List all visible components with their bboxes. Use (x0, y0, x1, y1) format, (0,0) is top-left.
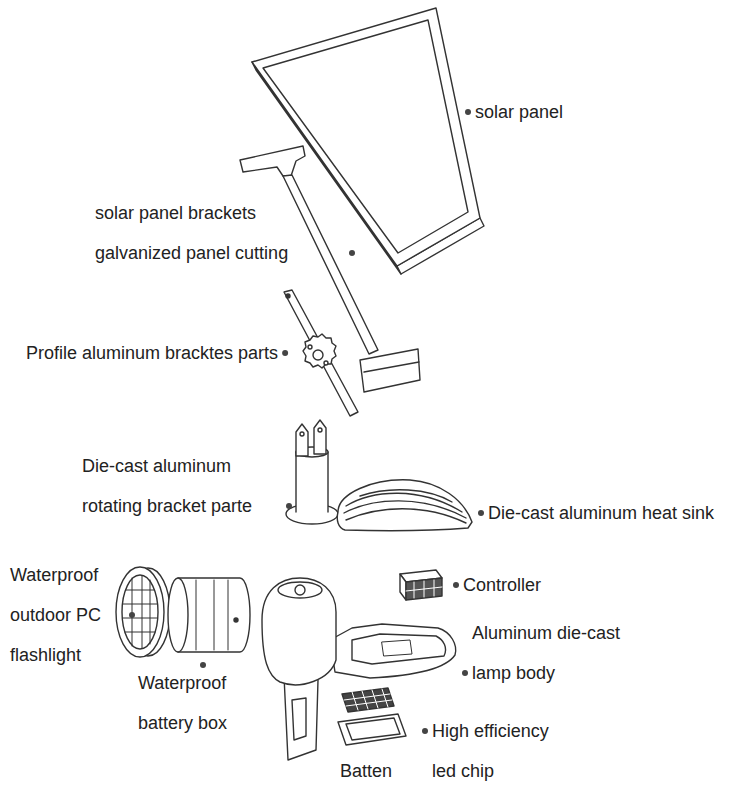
part-label: High efficiency led chip (432, 711, 562, 791)
gear-hole (313, 350, 323, 360)
heat-sink-body (337, 480, 472, 531)
part-label: Batten (340, 751, 392, 791)
leader-dot (129, 612, 135, 618)
controller-side (400, 574, 406, 600)
head-top (278, 582, 322, 598)
batten-inner (346, 718, 400, 740)
rotating-bracket-drawing (286, 420, 338, 524)
heat-sink-fin (346, 509, 466, 523)
profile-hole (286, 294, 290, 298)
cover-inner (122, 575, 158, 649)
gear-hole (324, 361, 328, 365)
pc-cover-drawing (116, 567, 170, 657)
batten-outer (338, 714, 406, 745)
rotating-fork (314, 420, 326, 454)
leader-dot (349, 250, 355, 256)
led-board (342, 688, 394, 712)
leader-dot (286, 503, 292, 509)
leader-dot (462, 670, 468, 676)
battery-body (178, 578, 250, 652)
part-label: Controller (463, 565, 541, 605)
solar-panel-drawing (252, 8, 484, 274)
cover-rim (116, 567, 164, 657)
lamp-body-drawing (262, 578, 456, 760)
led-grid (344, 689, 392, 710)
lamp-neck (284, 676, 318, 760)
cover-grid (123, 576, 157, 648)
part-label: Aluminum die-cast lamp body (472, 613, 642, 693)
fork-hole (318, 428, 322, 432)
heat-sink-drawing (337, 480, 472, 531)
part-label: Die-cast aluminum heat sink (488, 493, 714, 533)
leader-dot (200, 662, 206, 668)
part-label: solar panel brackets galvanized panel cu… (95, 193, 345, 273)
leader-dot (422, 728, 428, 734)
bracket-plate (240, 146, 305, 176)
rotating-fork (296, 424, 308, 456)
leader-dot (282, 350, 288, 356)
led-chip-drawing (342, 688, 394, 712)
batten-drawing (338, 714, 406, 745)
part-label: solar panel (475, 92, 563, 132)
panel-frame (263, 20, 468, 253)
lamp-cavity (352, 634, 446, 664)
battery-end (168, 578, 188, 652)
lamp-head (262, 578, 336, 685)
head-hole (295, 585, 305, 595)
controller-drawing (400, 570, 442, 600)
gear-plate (303, 334, 336, 368)
rotating-cylinder (296, 452, 328, 512)
lamp-shell (330, 624, 456, 678)
neck-slot (292, 698, 306, 740)
panel-face (252, 8, 480, 266)
profile-strip (284, 290, 358, 416)
controller-front (406, 578, 442, 600)
part-label: Profile aluminum bracktes parts (26, 333, 278, 373)
controller-grid (406, 580, 442, 598)
battery-box-drawing (168, 578, 250, 652)
profile-bracket-drawing (284, 290, 358, 416)
leader-dot (465, 109, 471, 115)
battery-rib (196, 580, 228, 650)
leader-dot (453, 582, 459, 588)
leader-dot (478, 510, 484, 516)
battery-screw (234, 618, 238, 622)
bracket-bar-edge (364, 362, 419, 372)
part-label: Die-cast aluminum rotating bracket parte (82, 446, 282, 526)
part-label: Waterproof outdoor PC flashlight (10, 555, 125, 675)
gear-hole (308, 345, 312, 349)
heat-sink-fin (360, 490, 452, 502)
fork-hole (300, 432, 304, 436)
bracket-bar (360, 349, 420, 392)
part-label: Waterproof battery box (138, 663, 248, 743)
bracket-arm (283, 175, 378, 354)
lamp-recess (382, 640, 412, 656)
